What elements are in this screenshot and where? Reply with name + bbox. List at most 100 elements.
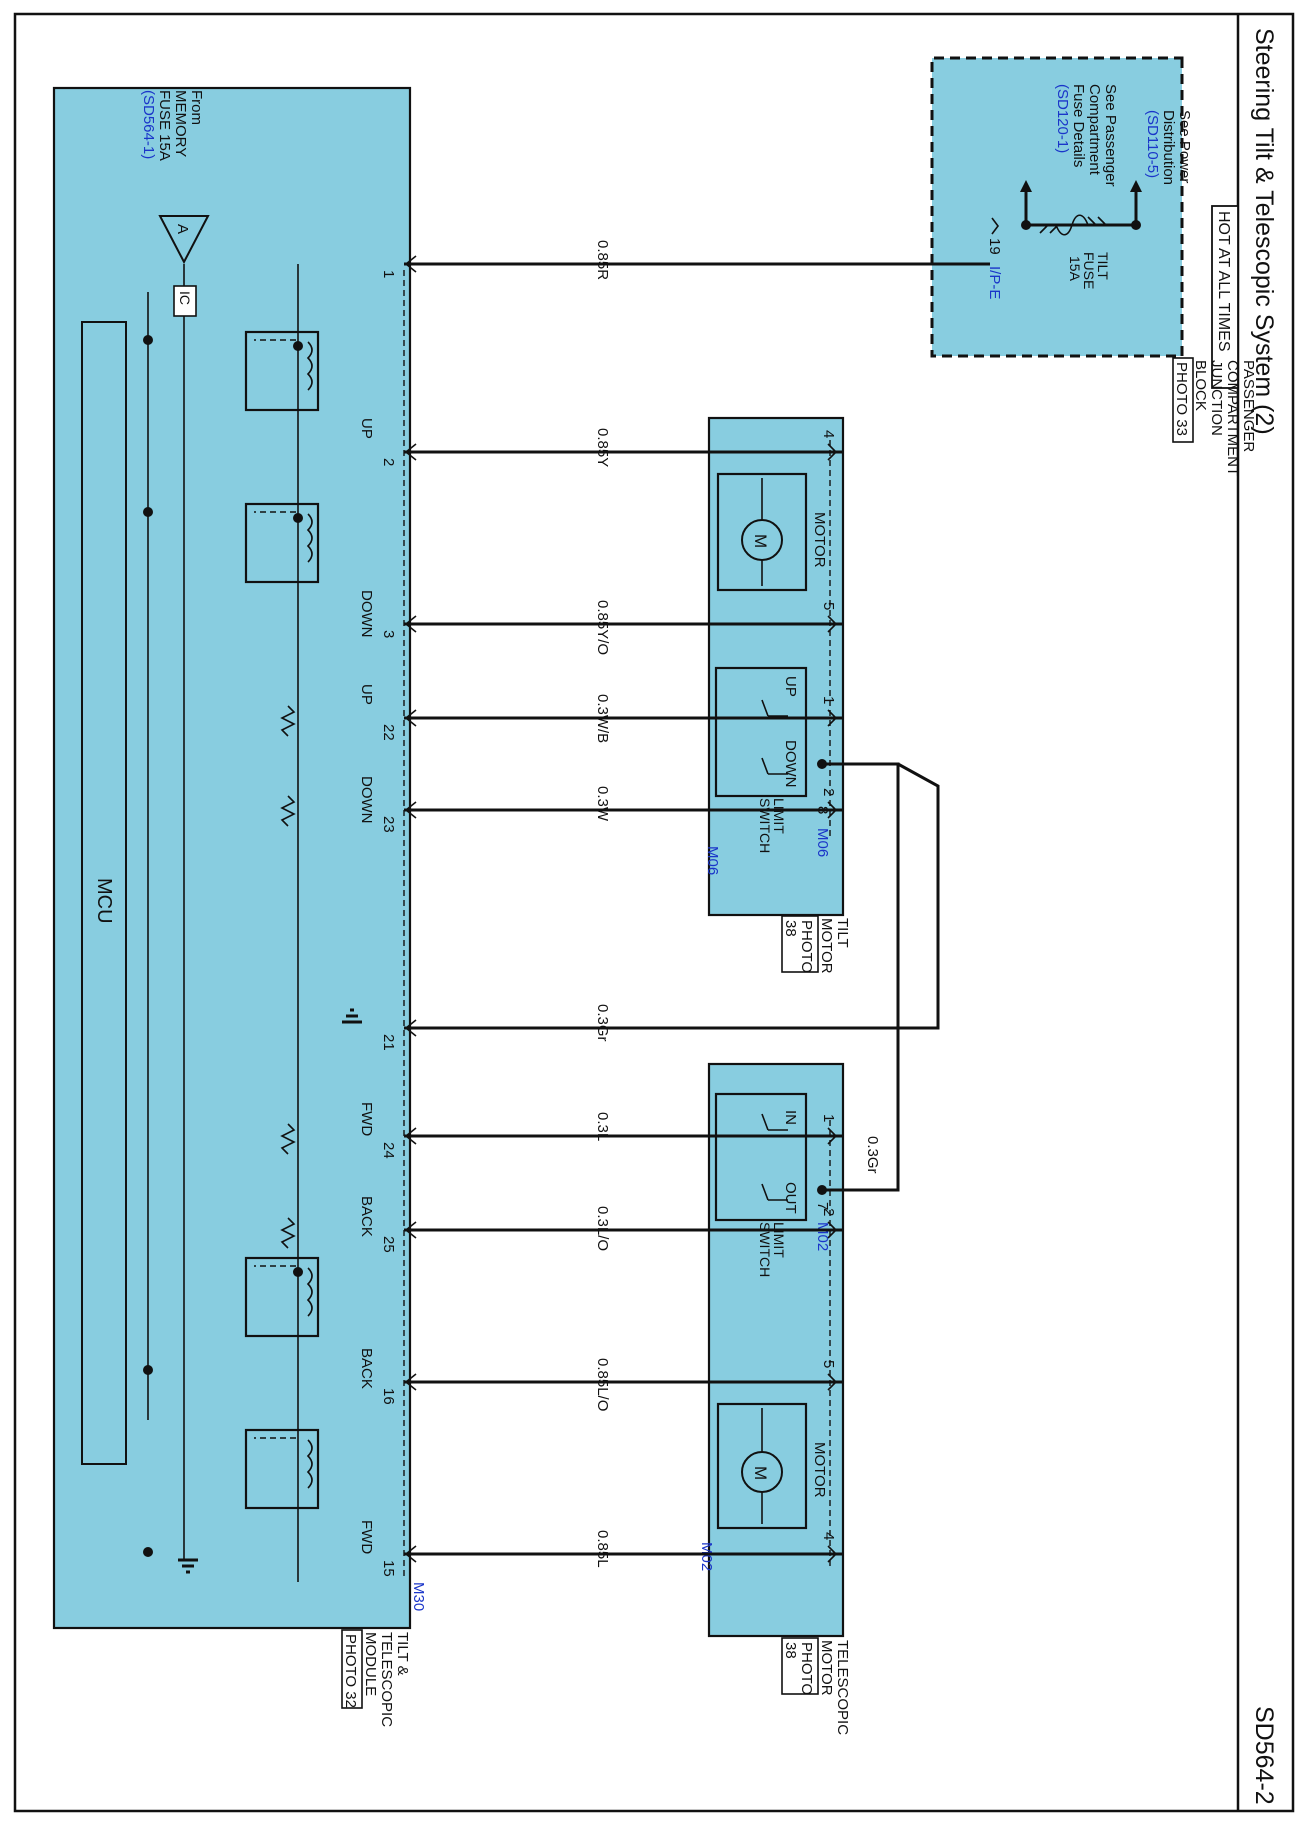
wire-color-22: 0.3W/B	[594, 694, 611, 743]
module-pin-25: 25	[380, 1236, 397, 1253]
module-ground-symbol	[178, 1558, 198, 1574]
see-power-line2: Distribution	[1160, 110, 1177, 185]
wire-color-16: 0.85L/O	[594, 1358, 611, 1411]
tilt-photo-line1: PHOTO	[798, 920, 815, 973]
tilt-motor-pin-up-chevron	[827, 443, 838, 461]
junction-label-4: BLOCK	[1192, 360, 1209, 411]
tilt-fuse-symbol	[1055, 214, 1089, 236]
tele-motor-pin-fwd-chevron	[827, 1545, 838, 1563]
tele-motor-label: MOTOR	[811, 1442, 828, 1498]
memory-fuse-letter: A	[174, 224, 191, 234]
tele-photo-box	[781, 1637, 819, 1695]
telescopic-motor-box	[707, 1062, 845, 1638]
power-junction-dot-2	[1021, 220, 1031, 230]
tilt-fuse-line1: TILT	[1095, 252, 1111, 280]
module-photo-label: PHOTO 32	[342, 1634, 359, 1708]
connector-chevron-16	[404, 1373, 417, 1391]
tele-photo-line1: PHOTO	[798, 1642, 815, 1695]
mcu-block	[81, 321, 127, 1465]
see-power-line1: See Power	[1176, 110, 1193, 183]
connector-chevron-15	[404, 1545, 417, 1563]
pin-function-2: UP	[358, 418, 375, 439]
relay-bus-dot-3	[143, 1365, 153, 1375]
resistor-23	[280, 795, 296, 827]
power-connector-chevron	[991, 217, 999, 235]
pin-function-16: BACK	[358, 1348, 375, 1389]
tilt-connector-top: M06	[814, 828, 831, 857]
connector-chevron-2	[404, 443, 417, 461]
tilt-motor-label: MOTOR	[811, 512, 828, 568]
tilt-motor-title-2: MOTOR	[818, 918, 835, 974]
tele-switch-pin-out: 2	[820, 1208, 837, 1216]
see-passenger-line1: See Passenger	[1102, 84, 1119, 187]
connector-chevron-24	[404, 1127, 417, 1145]
relay-bus-dot-2	[143, 507, 153, 517]
relay-tele-fwd	[244, 1428, 320, 1510]
tilt-limit-line2: SWITCH	[757, 798, 773, 853]
connector-chevron-25	[404, 1221, 417, 1239]
wire-color-24: 0.3L	[594, 1112, 611, 1141]
pin-function-22: UP	[358, 684, 375, 705]
see-passenger-ref: (SD120-1)	[1054, 84, 1071, 153]
tilt-limit-line1: LIMIT	[771, 798, 787, 834]
tilt-motor-pin-down: 5	[820, 602, 837, 610]
wire-color-15: 0.85L	[594, 1530, 611, 1568]
connector-chevron-3	[404, 615, 417, 633]
wire-color-3: 0.85Y/O	[594, 600, 611, 655]
module-pin-2: 2	[380, 458, 397, 466]
module-pin-15: 15	[380, 1560, 397, 1577]
hot-at-all-times-label: HOT AT ALL TIMES	[1215, 211, 1232, 352]
tilt-motor-pin-down-chevron	[827, 615, 838, 633]
see-passenger-line3: Fuse Details	[1070, 84, 1087, 167]
junction-photo-box	[1172, 357, 1194, 443]
relay-tilt-down	[244, 502, 320, 584]
module-photo-box	[341, 1629, 363, 1709]
tilt-switch-down: DOWN	[782, 740, 799, 788]
ground-feed-wire	[408, 762, 940, 1030]
tele-motor-pin-back: 5	[820, 1360, 837, 1368]
diagram-body: HOT AT ALL TIMES PASSENGER COMPARTMENT J…	[52, 56, 1257, 1735]
tilt-fuse-line3: 15A	[1067, 256, 1083, 282]
tele-motor-m: M	[751, 1466, 770, 1480]
limit-switch-common-wire	[822, 762, 900, 1192]
tele-motor-pin-fwd: 4	[820, 1532, 837, 1540]
tilt-photo-line2: 38	[782, 920, 799, 937]
memory-fuse-line1: From	[188, 90, 205, 125]
see-power-ref: (SD110-5)	[1144, 110, 1161, 178]
tele-motor-inner	[716, 1402, 808, 1530]
connector-chevron-21	[404, 1019, 417, 1037]
wires-layer: 0.85R10.85Y2UP0.85Y/O3DOWN0.3W/B22UP0.3W…	[358, 240, 990, 1577]
ic-label: IC	[177, 291, 193, 305]
tilt-motor-pin-up: 4	[820, 430, 837, 438]
resistor-24	[280, 1123, 296, 1155]
tele-switch-out: OUT	[782, 1182, 799, 1214]
module-pin-3: 3	[380, 630, 397, 638]
resistor-25	[280, 1217, 296, 1249]
tele-common-pin: 7	[814, 1202, 831, 1210]
ic-box	[173, 285, 197, 317]
page-title: Steering Tilt & Telescopic System (2)	[1250, 28, 1278, 435]
memory-fuse-line2: MEMORY	[172, 90, 189, 157]
fuse-terminal-marks	[1039, 216, 1107, 234]
module-pin-16: 16	[380, 1388, 397, 1405]
pin-function-3: DOWN	[358, 590, 375, 638]
pin-function-23: DOWN	[358, 776, 375, 824]
module-pin-1: 1	[380, 270, 397, 278]
tilt-switch-pin-down: 2	[820, 788, 837, 796]
page-frame	[13, 12, 1295, 1813]
tele-switch-pin-in: 1	[820, 1114, 837, 1122]
pin21-ground-symbol	[342, 1008, 362, 1024]
tilt-switch-contacts	[761, 699, 788, 775]
tilt-switch-up: UP	[782, 676, 799, 697]
tilt-motor-m: M	[751, 534, 770, 548]
module-title-3: MODULE	[362, 1632, 379, 1696]
module-pin-22: 22	[380, 724, 397, 741]
power-connector-label: I/P-E	[986, 266, 1003, 299]
junction-label-1: PASSENGER	[1240, 360, 1257, 452]
tilt-switch-pin-up: 1	[820, 696, 837, 704]
module-pin-21: 21	[380, 1034, 397, 1051]
relay-bus-dot-4	[143, 1547, 153, 1557]
memory-fuse-line3: FUSE 15A	[156, 90, 173, 161]
